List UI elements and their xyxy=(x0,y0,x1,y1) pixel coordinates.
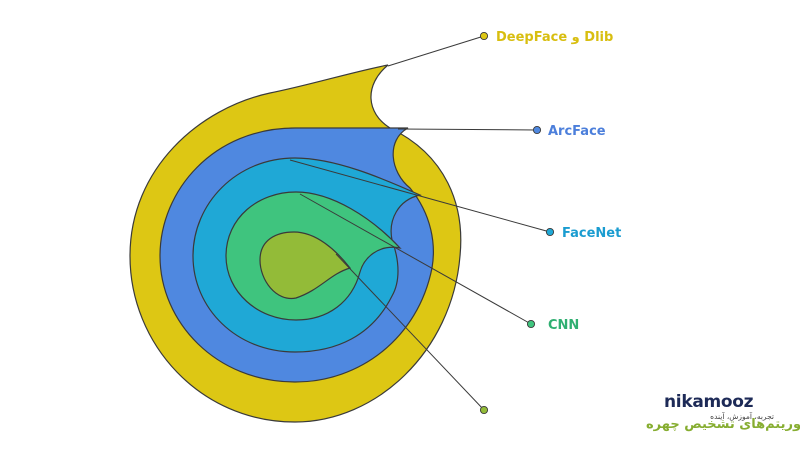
label-core: الگوریتم‌های تشخیص چهره xyxy=(646,416,800,432)
leader-line-facenet xyxy=(289,159,551,233)
brand-name: nikamooz xyxy=(664,392,754,412)
leader-line-arcface xyxy=(397,128,538,131)
dot-facenet xyxy=(545,227,555,237)
dot-cnn xyxy=(526,319,536,329)
brand-tagline: تجربه، آموزش، آینده xyxy=(710,412,774,421)
label-arcface: ArcFace xyxy=(548,124,606,139)
label-facenet: FaceNet xyxy=(562,226,621,241)
leader-line-cnn xyxy=(299,193,532,325)
dot-arcface xyxy=(532,125,542,135)
dot-core xyxy=(479,405,489,415)
nikamooz-logo: nikamooz تجربه، آموزش، آینده xyxy=(664,392,786,432)
label-cnn: CNN xyxy=(548,318,579,333)
label-dlib: DeepFace و Dlib xyxy=(496,30,613,45)
dot-dlib xyxy=(479,31,489,41)
layer-core-shape xyxy=(259,231,352,300)
leader-line-core xyxy=(335,253,485,411)
leader-line-dlib xyxy=(387,35,485,67)
